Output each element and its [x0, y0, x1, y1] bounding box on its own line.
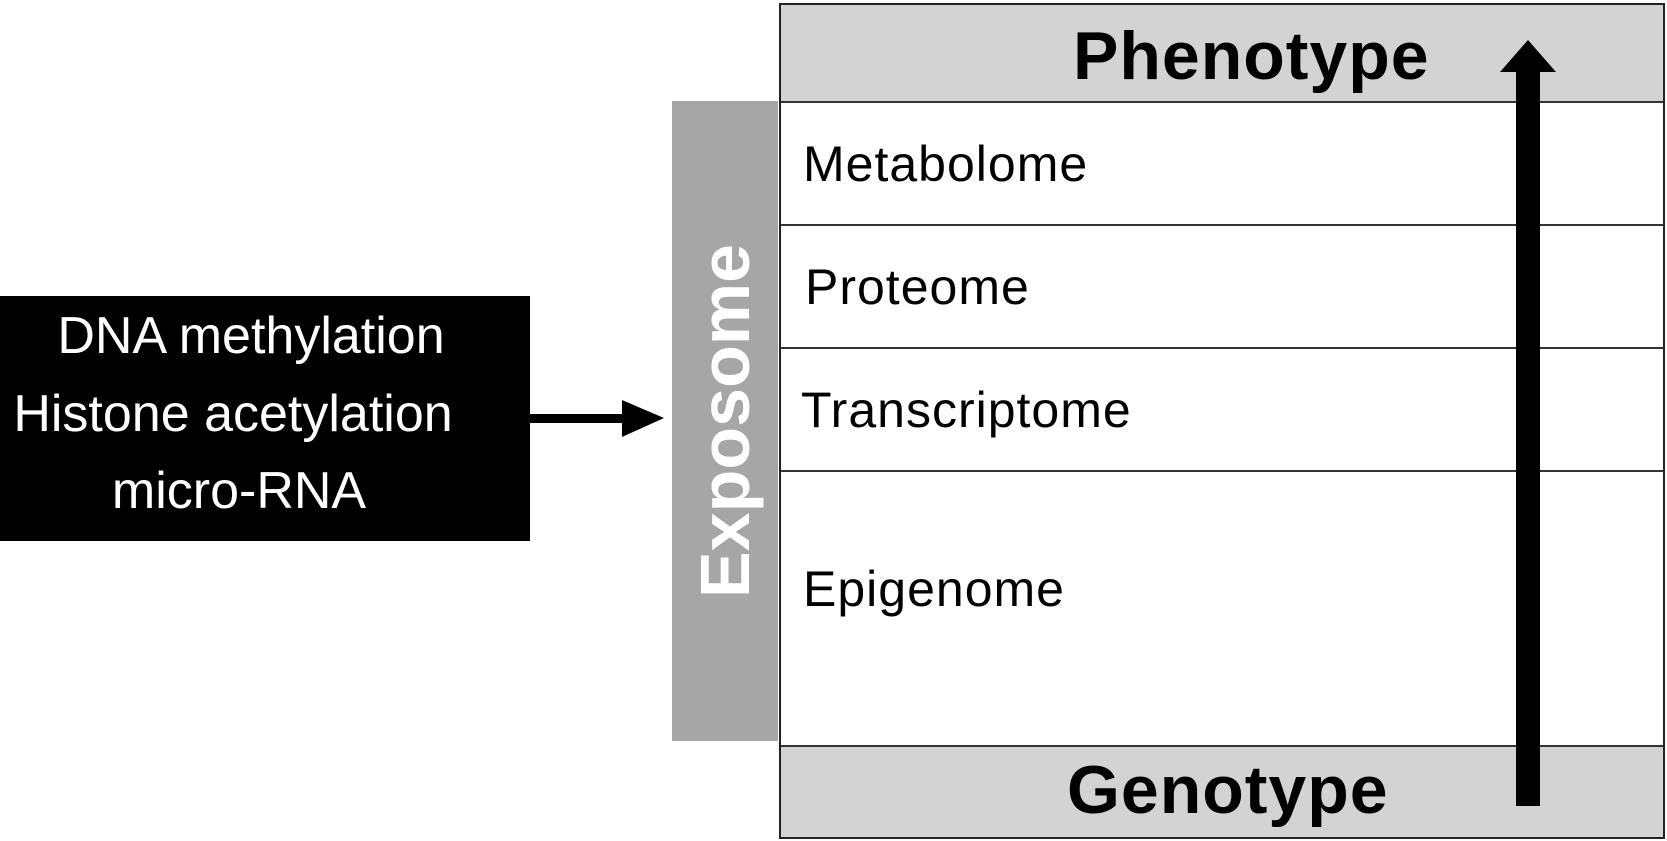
phenotype-label: Phenotype [1073, 18, 1430, 94]
mechanisms-to-exposome-arrow [528, 400, 664, 437]
epigenome-label: Epigenome [803, 561, 1065, 617]
layer-proteome: Proteome [781, 226, 1663, 349]
transcriptome-label: Transcriptome [801, 382, 1132, 438]
proteome-label: Proteome [805, 259, 1030, 315]
genotype-to-phenotype-arrow [1500, 40, 1556, 806]
genotype-label: Genotype [1067, 752, 1389, 828]
metabolome-label: Metabolome [803, 136, 1089, 192]
exposome-bar: Exposome [672, 101, 778, 741]
mechanism-dna-methylation: DNA methylation [57, 307, 445, 365]
horizontal-arrow-head [622, 400, 664, 437]
mechanism-histone-acetylation: Histone acetylation [13, 385, 453, 443]
mechanisms-box: DNA methylation Histone acetylation micr… [0, 296, 530, 541]
horizontal-arrow-shaft [528, 414, 626, 423]
layer-epigenome: Epigenome [781, 472, 1663, 747]
layer-transcriptome: Transcriptome [781, 349, 1663, 472]
mechanism-micro-rna: micro-RNA [111, 462, 367, 520]
layer-metabolome: Metabolome [781, 103, 1663, 226]
vertical-arrow-head [1500, 40, 1556, 72]
vertical-arrow-shaft [1516, 68, 1540, 806]
